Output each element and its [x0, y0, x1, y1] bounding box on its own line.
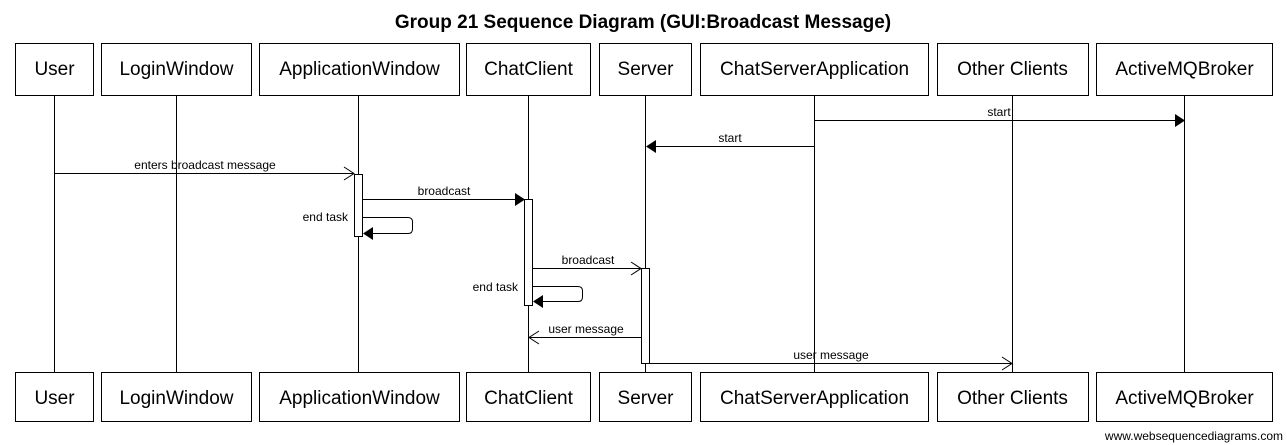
participant-box-top-user [15, 43, 94, 96]
participant-name-bottom-server: Server [618, 388, 675, 409]
message-label-user-message-2: user message [793, 348, 869, 362]
participant-box-bottom-otherclients [937, 372, 1089, 422]
arrowhead-enters-broadcast [343, 166, 355, 181]
activation-server [641, 268, 650, 364]
arrowhead-start-server [646, 140, 656, 153]
diagram-title: Group 21 Sequence Diagram (GUI:Broadcast… [395, 12, 891, 33]
participant-name-bottom-chatserverapplication: ChatServerApplication [720, 388, 909, 409]
participant-box-top-applicationwindow [259, 43, 460, 96]
participant-box-bottom-activemqbroker [1096, 372, 1273, 422]
participant-box-bottom-server [599, 372, 692, 422]
participant-name-bottom-user: User [34, 388, 75, 409]
participant-box-top-activemqbroker [1096, 43, 1273, 96]
message-label-enters-broadcast: enters broadcast message [134, 158, 276, 172]
arrowhead-user-message-1 [528, 330, 540, 345]
participant-name-top-loginwindow: LoginWindow [119, 59, 233, 80]
activation-applicationwindow [354, 174, 363, 237]
arrowhead-broadcast-2 [630, 261, 642, 276]
participant-box-top-chatclient [466, 43, 591, 96]
participant-box-bottom-chatserverapplication [700, 372, 929, 422]
message-label-user-message-1: user message [548, 322, 624, 336]
participant-name-top-activemqbroker: ActiveMQBroker [1115, 59, 1254, 80]
participant-box-top-otherclients [937, 43, 1089, 96]
participant-name-top-user: User [34, 59, 75, 80]
arrowhead-broadcast-1 [515, 193, 525, 206]
participant-name-top-otherclients: Other Clients [957, 59, 1068, 80]
participant-box-bottom-user [15, 372, 94, 422]
participant-name-bottom-loginwindow: LoginWindow [119, 388, 233, 409]
message-arrow-end-task-1 [362, 217, 413, 234]
participant-name-top-chatserverapplication: ChatServerApplication [720, 59, 909, 80]
arrowhead-user-message-2 [1001, 356, 1013, 371]
participant-box-bottom-applicationwindow [259, 372, 460, 422]
participant-name-bottom-activemqbroker: ActiveMQBroker [1115, 388, 1254, 409]
message-label-broadcast-2: broadcast [562, 253, 615, 267]
message-label-end-task-1: end task [303, 210, 349, 224]
participant-name-bottom-chatclient: ChatClient [484, 388, 573, 409]
participant-name-bottom-applicationwindow: ApplicationWindow [279, 388, 440, 409]
message-arrow-end-task-2 [532, 286, 583, 302]
activation-chatclient [524, 199, 533, 306]
message-label-start-server: start [718, 131, 742, 145]
participant-box-top-server [599, 43, 692, 96]
arrowhead-end-task-2 [533, 295, 543, 308]
arrowhead-end-task-1 [363, 227, 373, 240]
participant-box-bottom-loginwindow [101, 372, 252, 422]
credit-link[interactable]: www.websequencediagrams.com [1104, 429, 1283, 443]
participant-box-top-chatserverapplication [700, 43, 929, 96]
message-label-start-broker: start [987, 105, 1011, 119]
participant-name-top-server: Server [618, 59, 675, 80]
participant-name-top-applicationwindow: ApplicationWindow [279, 59, 440, 80]
participant-box-top-loginwindow [101, 43, 252, 96]
message-label-end-task-2: end task [473, 280, 519, 294]
message-label-broadcast-1: broadcast [418, 184, 471, 198]
participant-name-bottom-otherclients: Other Clients [957, 388, 1068, 409]
participant-name-top-chatclient: ChatClient [484, 59, 573, 80]
participant-box-bottom-chatclient [466, 372, 591, 422]
arrowhead-start-broker [1175, 114, 1185, 127]
